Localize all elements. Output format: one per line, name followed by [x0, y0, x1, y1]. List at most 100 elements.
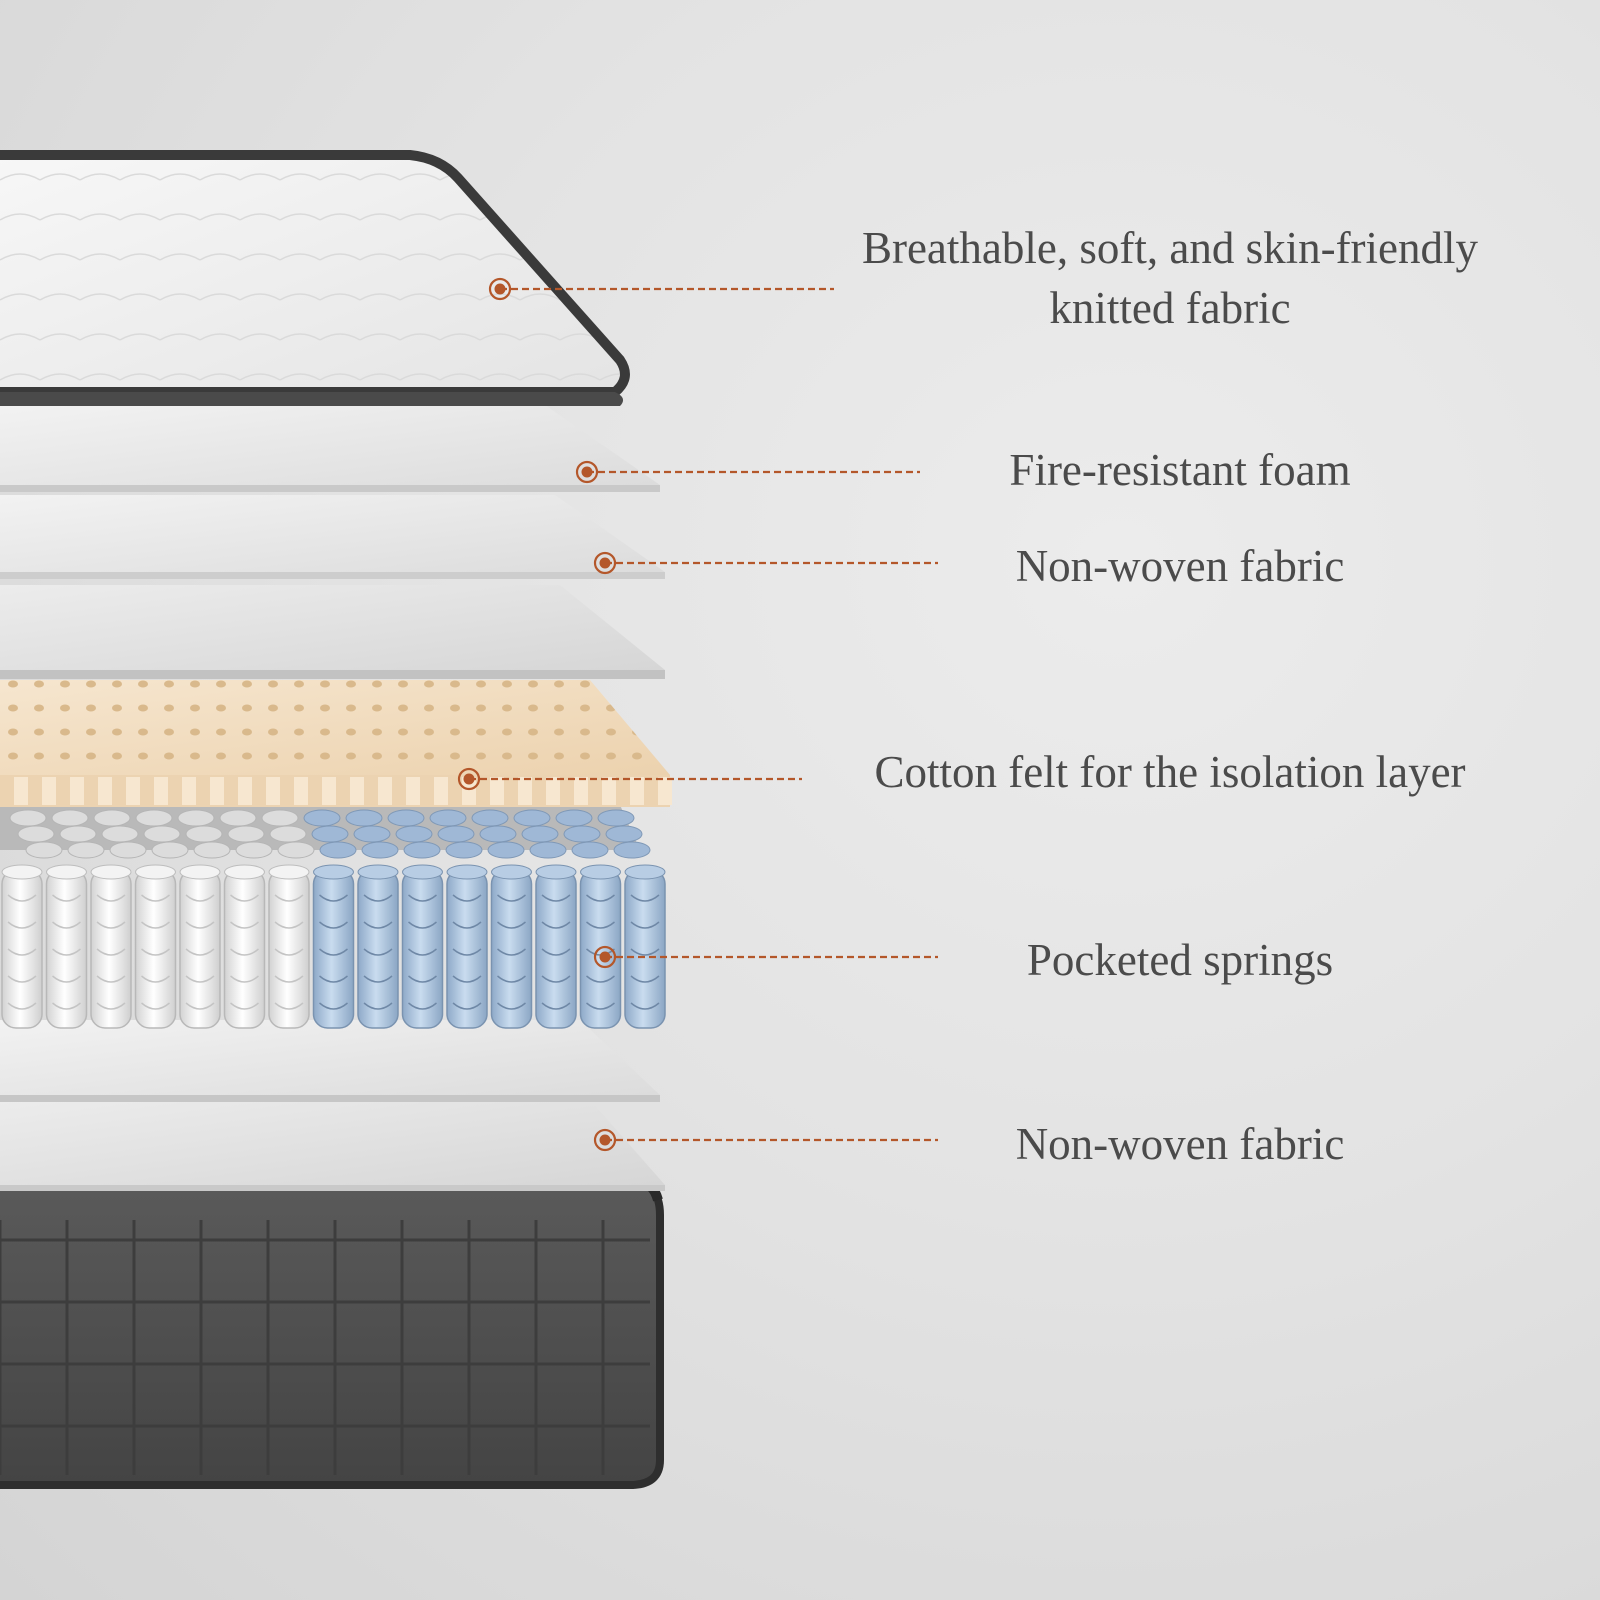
- pocketed-spring: [134, 864, 177, 1029]
- label-line: Breathable, soft, and skin-friendly: [861, 223, 1479, 273]
- pocketed-spring: [179, 864, 221, 1029]
- spring-back-cap: [67, 841, 105, 859]
- callout-dot: [599, 951, 611, 963]
- felt-ridge: [70, 777, 84, 805]
- spring-back-cap: [429, 809, 467, 827]
- spring-back-cap: [597, 809, 635, 827]
- spring-back-cap: [529, 841, 567, 859]
- label-line: Cotton felt for the isolation layer: [874, 747, 1466, 797]
- spring-back-cap: [235, 841, 273, 859]
- felt-ridge: [378, 777, 392, 805]
- callout-dot: [463, 773, 475, 785]
- spring-back-cap: [227, 825, 265, 843]
- felt-ridge: [518, 777, 532, 805]
- spring-back-cap: [151, 841, 189, 859]
- felt-ridge: [42, 777, 56, 805]
- label-line: Fire-resistant foam: [1009, 445, 1351, 495]
- label-non-woven-fabric-lower: Non-woven fabric: [880, 1114, 1480, 1174]
- callout-dot-ring: [593, 551, 617, 575]
- pocketed-spring: [223, 864, 266, 1029]
- callout-dot-ring: [457, 767, 481, 791]
- label-line: Pocketed springs: [1026, 935, 1334, 985]
- upper-sheets: [0, 405, 665, 679]
- spring-back-cap: [563, 825, 601, 843]
- springs-layer: [0, 805, 666, 1029]
- spring-back-cap: [445, 841, 483, 859]
- spring-back-cap: [403, 841, 441, 859]
- spring-back-cap: [513, 809, 551, 827]
- spring-back-cap: [177, 809, 215, 827]
- felt-ridge: [294, 777, 308, 805]
- felt-ridge: [658, 777, 672, 805]
- spring-back-cap: [487, 841, 525, 859]
- pocketed-spring: [490, 864, 533, 1029]
- felt-ridge: [182, 777, 196, 805]
- lower-sheet: [0, 1020, 665, 1191]
- spring-back-cap: [9, 809, 47, 827]
- pocketed-spring: [401, 864, 444, 1029]
- callout-dot-ring: [593, 945, 617, 969]
- spring-back-cap: [219, 809, 257, 827]
- callout: [593, 945, 938, 969]
- label-non-woven-fabric-upper: Non-woven fabric: [880, 536, 1480, 596]
- pocketed-spring: [1, 864, 43, 1029]
- felt-ridge: [98, 777, 112, 805]
- spring-back-cap: [311, 825, 349, 843]
- spring-back-cap: [261, 809, 299, 827]
- callout: [575, 460, 920, 484]
- felt-ridge: [154, 777, 168, 805]
- spring-back-cap: [59, 825, 97, 843]
- mattress-base: [0, 1171, 664, 1489]
- label-line: Non-woven fabric: [1015, 1119, 1345, 1169]
- pocketed-spring: [45, 864, 88, 1029]
- spring-back-cap: [93, 809, 131, 827]
- spring-back-cap: [471, 809, 509, 827]
- spring-back-cap: [521, 825, 559, 843]
- spring-back-cap: [571, 841, 609, 859]
- spring-back-cap: [193, 841, 231, 859]
- pocketed-spring: [357, 864, 399, 1029]
- pocketed-spring: [624, 864, 666, 1029]
- label-fire-resistant-foam: Fire-resistant foam: [880, 440, 1480, 500]
- felt-ridge: [210, 777, 224, 805]
- spring-back-cap: [345, 809, 383, 827]
- pocketed-spring: [446, 864, 488, 1029]
- spring-back-cap: [25, 841, 63, 859]
- spring-back-cap: [387, 809, 425, 827]
- callout: [593, 551, 938, 575]
- label-line: knitted fabric: [1049, 283, 1291, 333]
- callout-dot: [599, 1134, 611, 1146]
- pocketed-spring: [535, 864, 577, 1029]
- felt-ridge: [14, 777, 28, 805]
- pocketed-spring: [268, 864, 310, 1029]
- callout-lines: [457, 277, 938, 1152]
- top-cover-layer: [0, 150, 630, 406]
- callout-dot-ring: [575, 460, 599, 484]
- spring-back-cap: [395, 825, 433, 843]
- felt-ridge: [322, 777, 336, 805]
- felt-ridge: [490, 777, 504, 805]
- felt-ridge: [462, 777, 476, 805]
- label-top-cover: Breathable, soft, and skin-friendly knit…: [820, 218, 1520, 338]
- spring-back-cap: [101, 825, 139, 843]
- pocketed-spring: [90, 864, 132, 1029]
- callout: [593, 1128, 938, 1152]
- felt-ridge: [434, 777, 448, 805]
- spring-back-cap: [437, 825, 475, 843]
- callout-dot: [581, 466, 593, 478]
- felt-ridge: [602, 777, 616, 805]
- spring-back-cap: [135, 809, 173, 827]
- spring-back-cap: [277, 841, 315, 859]
- label-cotton-felt: Cotton felt for the isolation layer: [820, 742, 1520, 802]
- felt-ridge: [350, 777, 364, 805]
- felt-ridge: [126, 777, 140, 805]
- cotton-felt-layer: [0, 680, 672, 807]
- felt-ridge: [630, 777, 644, 805]
- label-line: Non-woven fabric: [1015, 541, 1345, 591]
- spring-back-cap: [361, 841, 399, 859]
- felt-ridge: [546, 777, 560, 805]
- callout: [457, 767, 802, 791]
- spring-back-cap: [555, 809, 593, 827]
- spring-back-cap: [109, 841, 147, 859]
